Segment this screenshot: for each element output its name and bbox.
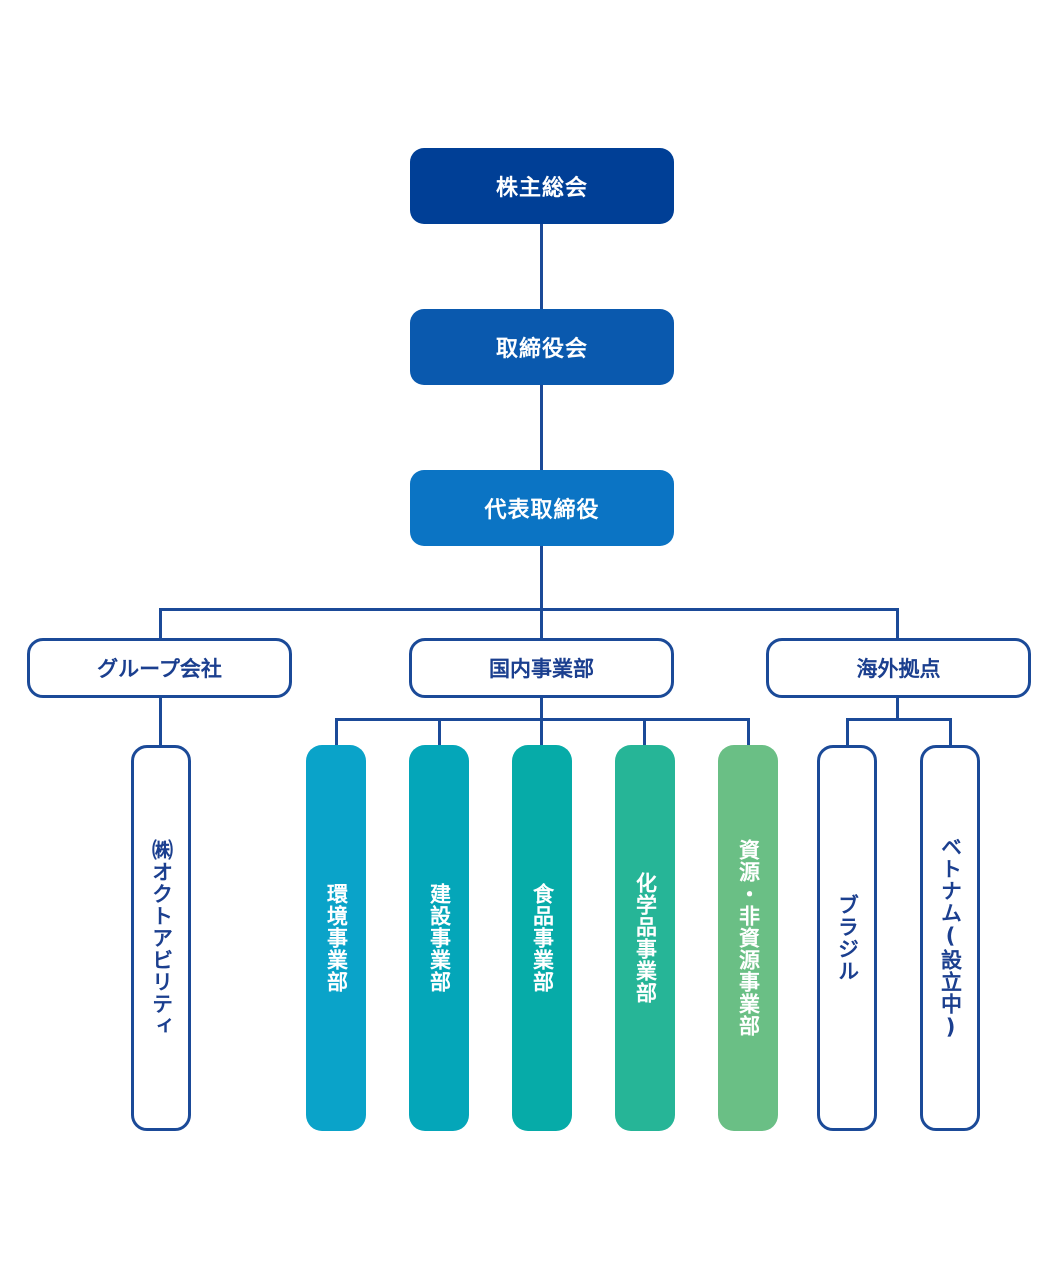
node-label: ブラジル <box>835 894 860 982</box>
node-environment-division: 環境事業部 <box>306 745 366 1131</box>
connector-brazil <box>846 718 849 746</box>
node-label: 代表取締役 <box>484 498 600 523</box>
node-label: 国内事業部 <box>489 657 594 681</box>
connector-food <box>540 718 543 746</box>
connector-vietnam <box>949 718 952 746</box>
node-label: ベトナム(設立中) <box>938 836 963 1040</box>
connector-shareholders-board <box>540 224 543 310</box>
node-chemical-division: 化学品事業部 <box>615 745 675 1131</box>
node-octability: ㈱オクトアビリティ <box>131 745 191 1131</box>
connector-ceo-down <box>540 545 543 638</box>
node-label: グループ会社 <box>97 657 222 681</box>
connector-to-overseas <box>896 608 899 639</box>
connector-chemical <box>643 718 646 746</box>
connector-board-ceo <box>540 385 543 471</box>
node-vietnam: ベトナム(設立中) <box>920 745 980 1131</box>
node-label: ㈱オクトアビリティ <box>149 839 174 1037</box>
node-shareholders-meeting: 株主総会 <box>410 148 674 224</box>
connector-env <box>335 718 338 746</box>
node-board-of-directors: 取締役会 <box>410 309 674 385</box>
node-label: 建設事業部 <box>427 883 452 993</box>
connector-overseas-horizontal <box>846 718 952 721</box>
node-label: 化学品事業部 <box>633 872 658 1004</box>
node-group-companies: グループ会社 <box>27 638 292 698</box>
node-resources-division: 資源・非資源事業部 <box>718 745 778 1131</box>
connector-group-down <box>159 697 162 746</box>
node-label: 海外拠点 <box>856 657 941 681</box>
node-food-division: 食品事業部 <box>512 745 572 1131</box>
node-label: 株主総会 <box>495 176 588 201</box>
connector-domestic-down <box>540 697 543 719</box>
connector-construction <box>438 718 441 746</box>
node-construction-division: 建設事業部 <box>409 745 469 1131</box>
node-label: 取締役会 <box>495 337 588 362</box>
connector-to-group <box>159 608 162 639</box>
node-label: 資源・非資源事業部 <box>736 839 761 1037</box>
node-label: 食品事業部 <box>530 883 555 993</box>
connector-overseas-down <box>896 697 899 719</box>
connector-resources <box>747 718 750 746</box>
node-brazil: ブラジル <box>817 745 877 1131</box>
connector-level2-horizontal <box>159 608 899 611</box>
node-domestic-divisions: 国内事業部 <box>409 638 674 698</box>
node-label: 環境事業部 <box>324 883 349 993</box>
node-representative-director: 代表取締役 <box>410 470 674 546</box>
node-overseas-bases: 海外拠点 <box>766 638 1031 698</box>
